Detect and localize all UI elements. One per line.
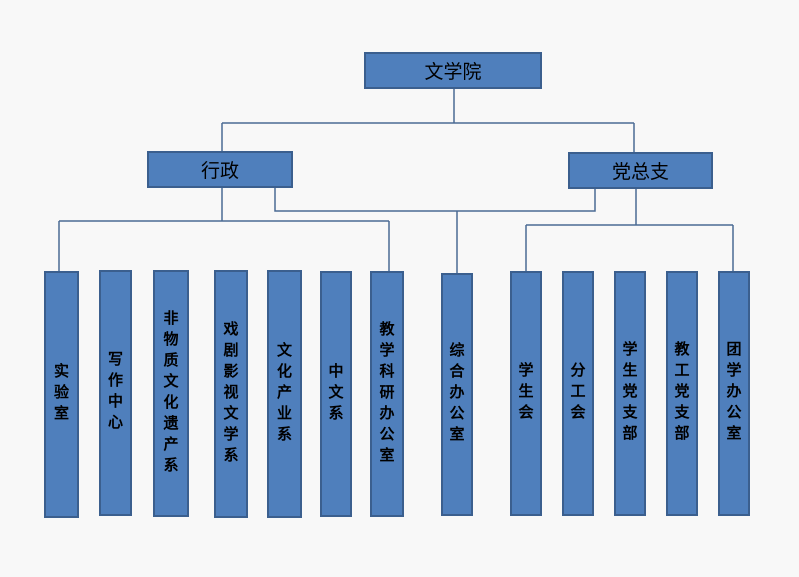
- unit-label: 学生党支部: [620, 341, 639, 446]
- unit-label: 文化产业系: [275, 341, 293, 447]
- unit-node: 教学科研办公室: [370, 271, 404, 517]
- unit-node: 教工党支部: [666, 271, 698, 516]
- unit-label: 中文系: [326, 362, 345, 426]
- unit-label: 学生会: [516, 362, 535, 425]
- admin-node: 行政: [147, 151, 293, 188]
- unit-label: 写作中心: [106, 351, 124, 435]
- unit-node: 戏剧影视文学系: [214, 270, 248, 518]
- unit-label: 戏剧影视文学系: [221, 320, 240, 468]
- root-label: 文学院: [424, 61, 482, 83]
- unit-label: 分工会: [568, 362, 587, 425]
- shared-unit-node: 综合办公室: [441, 273, 473, 516]
- unit-label: 团学办公室: [724, 341, 743, 446]
- unit-node: 实验室: [44, 271, 79, 518]
- unit-node: 文化产业系: [267, 270, 302, 518]
- unit-label: 综合办公室: [447, 342, 466, 447]
- unit-node: 学生会: [510, 271, 542, 516]
- unit-node: 分工会: [562, 271, 594, 516]
- unit-label: 非物质文化遗产系: [161, 309, 180, 478]
- root-node: 文学院: [364, 52, 542, 89]
- unit-label: 教工党支部: [672, 341, 691, 446]
- unit-label: 实验室: [52, 363, 70, 426]
- unit-node: 中文系: [320, 271, 352, 517]
- unit-node: 学生党支部: [614, 271, 646, 516]
- unit-node: 非物质文化遗产系: [153, 270, 189, 517]
- unit-node: 团学办公室: [718, 271, 750, 516]
- admin-label: 行政: [200, 160, 239, 182]
- party-label: 党总支: [611, 161, 669, 183]
- unit-label: 教学科研办公室: [377, 320, 396, 468]
- unit-node: 写作中心: [99, 270, 132, 516]
- party-node: 党总支: [568, 152, 713, 189]
